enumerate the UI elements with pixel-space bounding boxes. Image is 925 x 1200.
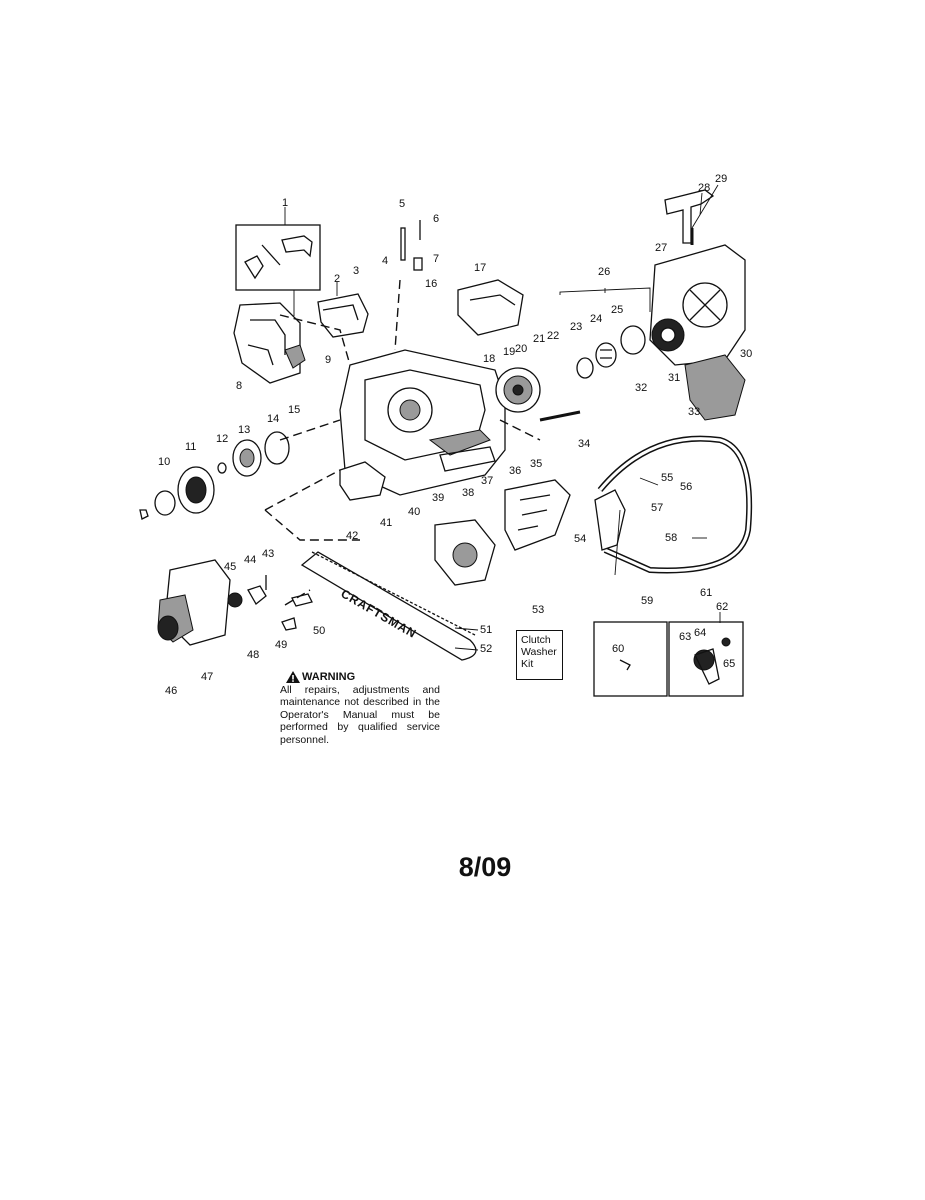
callout-43: 43 — [262, 548, 274, 560]
part-59-front-handle — [594, 435, 753, 574]
callout-20: 20 — [515, 343, 527, 355]
callout-32: 32 — [635, 382, 647, 394]
callout-1: 1 — [282, 197, 288, 209]
date-code: 8/09 — [458, 852, 512, 882]
callout-45: 45 — [224, 561, 236, 573]
callout-11: 11 — [185, 441, 196, 453]
callout-30: 30 — [740, 348, 752, 360]
callout-14: 14 — [267, 413, 279, 425]
callout-38: 38 — [462, 487, 474, 499]
part-42-bracket — [339, 461, 386, 501]
callout-23: 23 — [570, 321, 582, 333]
warning-triangle-icon — [286, 671, 300, 683]
callout-27: 27 — [655, 242, 667, 254]
clutch-washer-kit-box: Clutch Washer Kit — [516, 630, 563, 680]
part-39-chain-brake — [434, 519, 496, 586]
callout-26: 26 — [598, 266, 610, 278]
warning-notice: WARNING All repairs, adjustments and mai… — [280, 671, 440, 746]
engine-housing — [339, 349, 506, 496]
kit-line-3: Kit — [521, 658, 534, 670]
callout-48: 48 — [247, 649, 259, 661]
leader-lines — [284, 184, 721, 651]
callout-31: 31 — [668, 372, 680, 384]
callout-17: 17 — [474, 262, 486, 274]
callout-51: 51 — [480, 624, 492, 636]
callout-46: 46 — [165, 685, 177, 697]
callout-16: 16 — [425, 278, 437, 290]
callout-56: 56 — [680, 481, 692, 493]
callout-33: 33 — [688, 406, 700, 418]
part-47-side-cover — [157, 559, 231, 646]
callout-29: 29 — [715, 173, 727, 185]
callout-15: 15 — [288, 404, 300, 416]
callout-12: 12 — [216, 433, 228, 445]
warning-body: All repairs, adjustments and maintenance… — [280, 683, 440, 746]
callout-53: 53 — [532, 604, 544, 616]
callout-44: 44 — [244, 554, 256, 566]
part-33-shroud — [684, 354, 746, 421]
part-36-hand-guard — [504, 479, 571, 551]
starter-pulley-parts — [576, 318, 685, 379]
callout-40: 40 — [408, 506, 420, 518]
callout-50: 50 — [313, 625, 325, 637]
callout-9: 9 — [325, 354, 331, 366]
callout-18: 18 — [483, 353, 495, 365]
kit-line-1: Clutch — [521, 634, 551, 646]
callout-63: 63 — [679, 631, 691, 643]
callout-36: 36 — [509, 465, 521, 477]
callout-24: 24 — [590, 313, 602, 325]
callout-65: 65 — [723, 658, 735, 670]
small-hardware — [227, 575, 313, 631]
callout-60: 60 — [612, 643, 624, 655]
callout-42: 42 — [346, 530, 358, 542]
callout-35: 35 — [530, 458, 542, 470]
kit-line-2: Washer — [521, 646, 557, 658]
part-8-rear-handle — [233, 302, 306, 384]
callout-47: 47 — [201, 671, 213, 683]
part-20-air-filter — [457, 279, 524, 336]
callout-numbers: 1 2 3 4 5 6 7 8 9 10 11 12 13 14 15 16 1… — [158, 173, 752, 697]
callout-28: 28 — [698, 182, 710, 194]
callout-57: 57 — [651, 502, 663, 514]
callout-54: 54 — [574, 533, 586, 545]
callout-49: 49 — [275, 639, 287, 651]
callout-61: 61 — [700, 587, 712, 599]
part-28-starter-grip — [664, 189, 715, 244]
callout-34: 34 — [578, 438, 590, 450]
part-62-group — [593, 621, 744, 697]
callout-64: 64 — [694, 627, 706, 639]
part-2-cover — [317, 293, 369, 338]
pins-and-rods — [400, 220, 694, 422]
callout-62: 62 — [716, 601, 728, 613]
callout-8: 8 — [236, 380, 242, 392]
callout-2: 2 — [334, 273, 340, 285]
callout-3: 3 — [353, 265, 359, 277]
callout-52: 52 — [480, 643, 492, 655]
callout-55: 55 — [661, 472, 673, 484]
part-19-flywheel — [495, 367, 541, 413]
callout-19: 19 — [503, 346, 515, 358]
callout-4: 4 — [382, 255, 388, 267]
callout-7: 7 — [433, 253, 439, 265]
assembly-lines — [264, 279, 541, 606]
callout-22: 22 — [547, 330, 559, 342]
callout-25: 25 — [611, 304, 623, 316]
part-1-trigger-group — [235, 224, 321, 316]
callout-37: 37 — [481, 475, 493, 487]
callout-39: 39 — [432, 492, 444, 504]
callout-59: 59 — [641, 595, 653, 607]
callout-13: 13 — [238, 424, 250, 436]
callout-5: 5 — [399, 198, 405, 210]
callout-10: 10 — [158, 456, 170, 468]
callout-6: 6 — [433, 213, 439, 225]
warning-title: WARNING — [302, 671, 356, 683]
clutch-parts — [139, 431, 290, 520]
callout-21: 21 — [533, 333, 545, 345]
callout-41: 41 — [380, 517, 392, 529]
callout-58: 58 — [665, 532, 677, 544]
